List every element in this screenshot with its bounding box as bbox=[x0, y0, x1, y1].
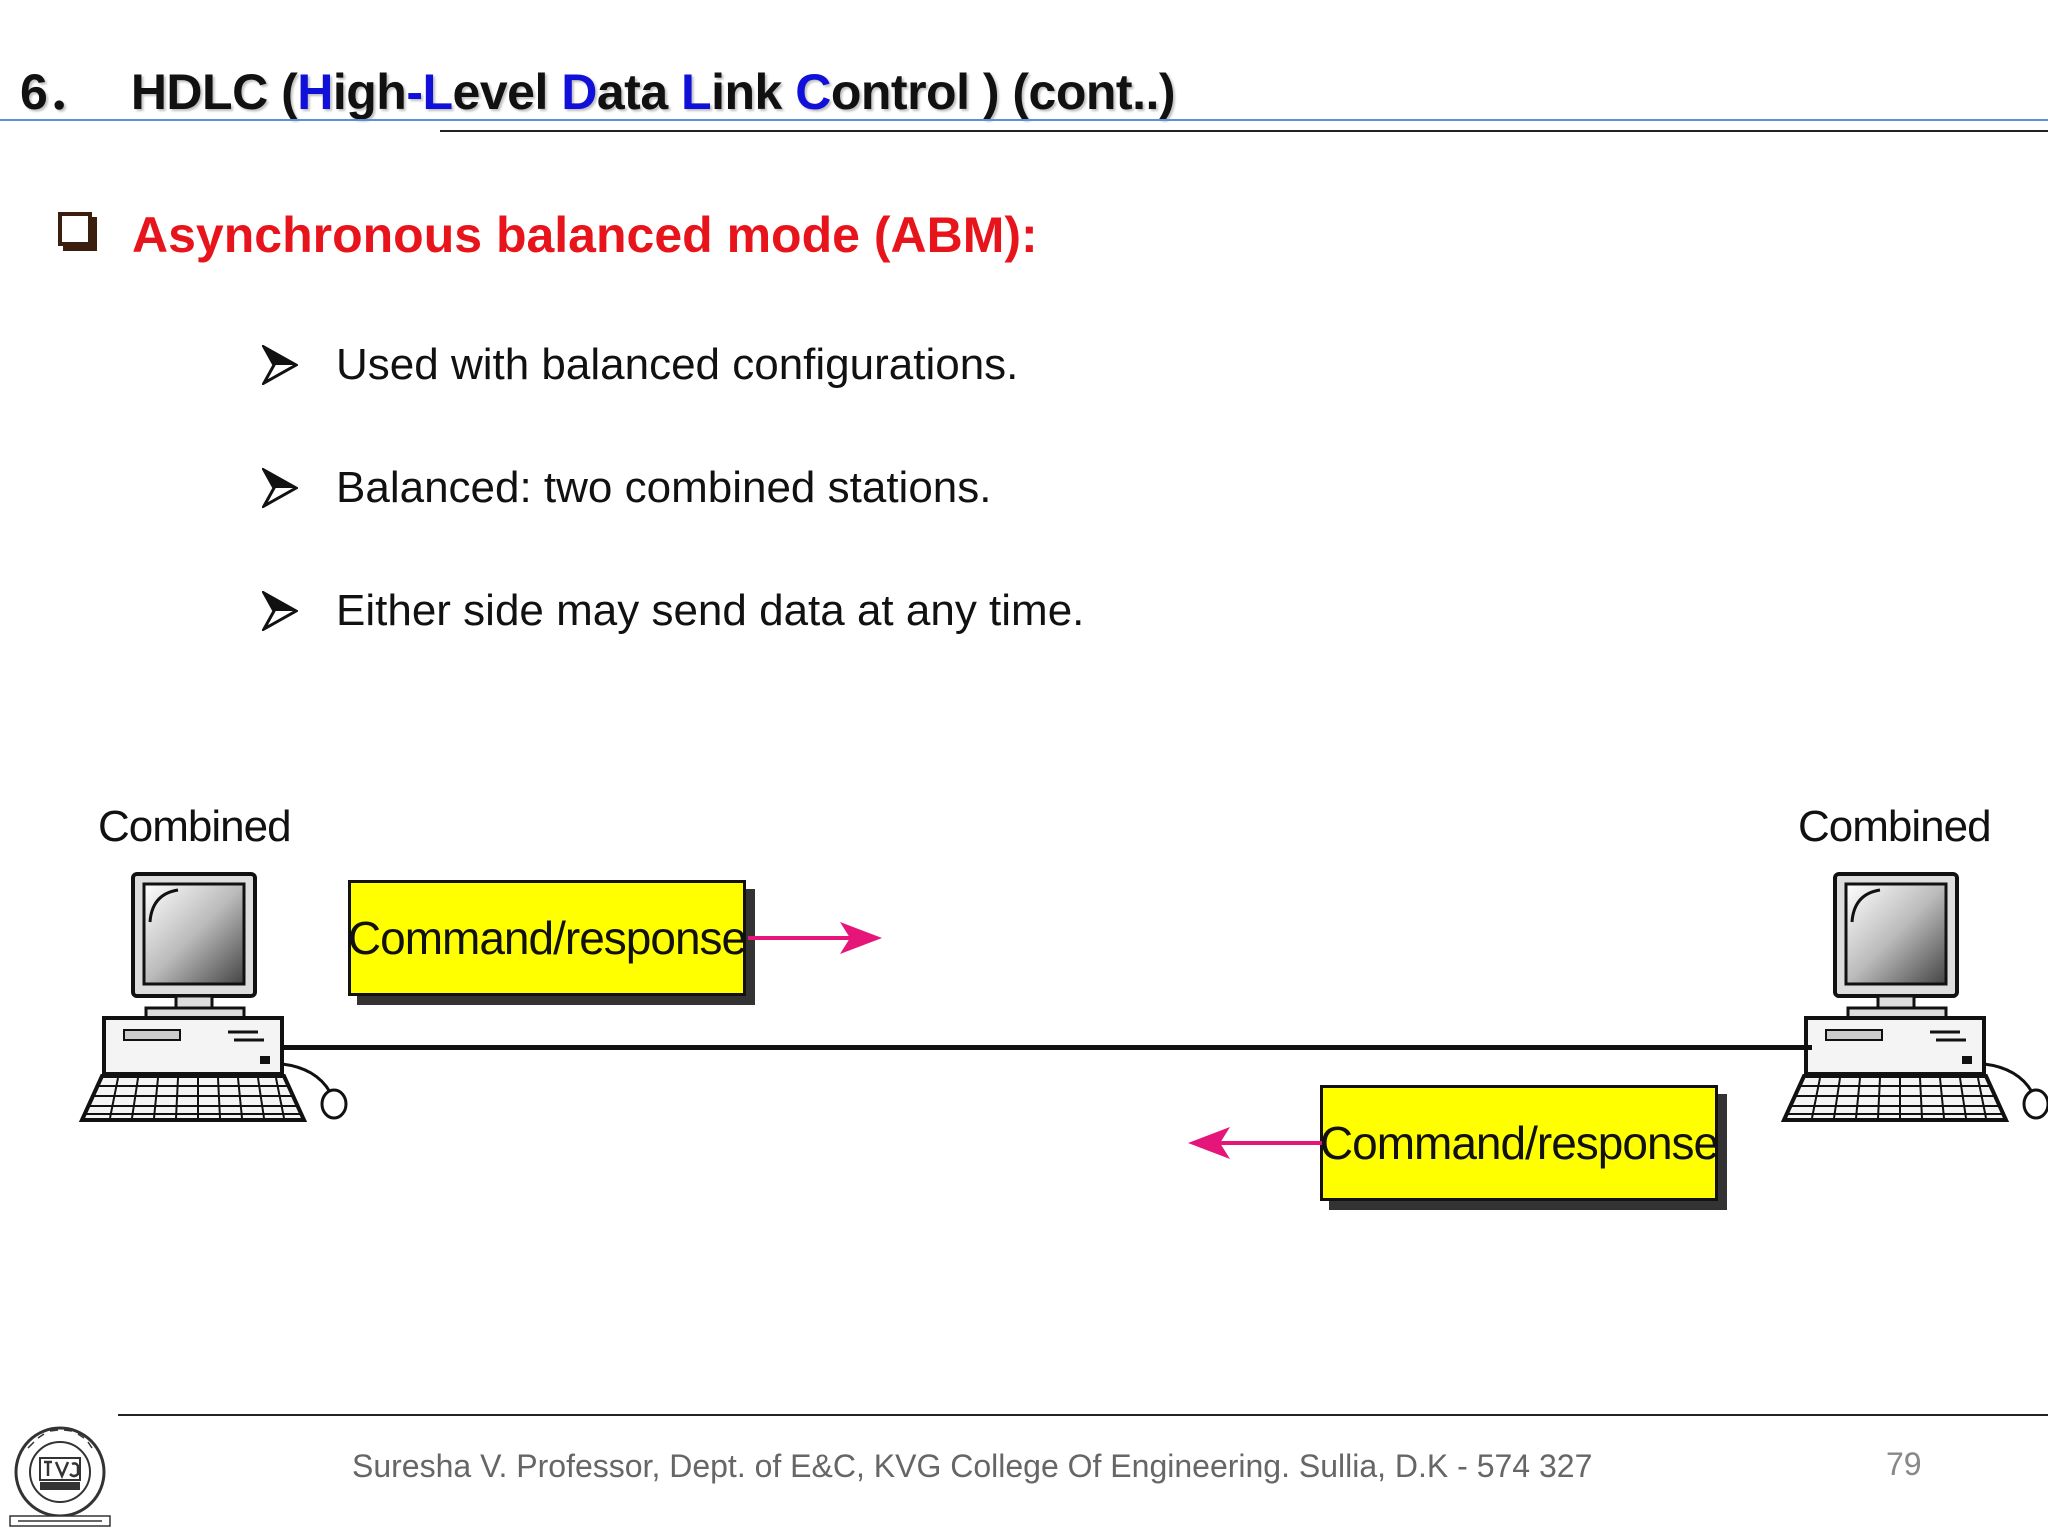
title-part: ink bbox=[711, 64, 796, 120]
title-part: evel bbox=[452, 64, 562, 120]
footer-divider bbox=[118, 1414, 2048, 1416]
title-part: ata bbox=[596, 64, 682, 120]
arrow-left-icon bbox=[1188, 1127, 1322, 1159]
arrowhead-bullet-icon bbox=[262, 468, 298, 508]
title-part: L bbox=[681, 64, 712, 120]
abm-diagram: Combined Combined bbox=[0, 780, 2048, 1240]
arrowhead-bullet-icon bbox=[262, 345, 298, 385]
header-divider-black bbox=[440, 130, 2048, 132]
slide-title: 6． HDLC (High-Level Data Link Control ) (… bbox=[20, 52, 1176, 124]
section-heading: Asynchronous balanced mode (ABM): bbox=[132, 207, 1038, 263]
checkbox-square-icon bbox=[58, 212, 92, 246]
link-line bbox=[282, 1045, 1812, 1050]
arrow-right-icon bbox=[748, 922, 882, 954]
kvg-college-logo-icon bbox=[9, 1426, 111, 1527]
title-part: C bbox=[795, 64, 831, 120]
bullet-point: Either side may send data at any time. bbox=[262, 586, 1084, 636]
title-part: HDLC ( bbox=[130, 64, 298, 120]
bullet-point: Balanced: two combined stations. bbox=[262, 463, 992, 513]
desktop-computer-icon bbox=[1780, 872, 2048, 1122]
title-part: D bbox=[561, 64, 597, 120]
bullet-text: Either side may send data at any time. bbox=[336, 586, 1085, 635]
title-part: -L bbox=[406, 64, 453, 120]
right-station-label: Combined bbox=[1798, 802, 1992, 851]
title-part: H bbox=[297, 64, 333, 120]
left-station-label: Combined bbox=[98, 802, 292, 851]
footer-credit: Suresha V. Professor, Dept. of E&C, KVG … bbox=[352, 1448, 1593, 1484]
bullet-text: Balanced: two combined stations. bbox=[336, 463, 992, 512]
slide-number: 6． bbox=[20, 64, 97, 120]
bullet-text: Used with balanced configurations. bbox=[336, 340, 1019, 389]
header-divider-blue bbox=[0, 119, 2048, 121]
bullet-point: Used with balanced configurations. bbox=[262, 340, 1018, 390]
title-part: igh bbox=[332, 64, 407, 120]
title-part: ontrol ) (cont..) bbox=[830, 64, 1176, 120]
page-number: 79 bbox=[1886, 1446, 1922, 1482]
command-response-box: Command/response bbox=[348, 880, 747, 996]
desktop-computer-icon bbox=[78, 872, 348, 1122]
arrowhead-bullet-icon bbox=[262, 591, 298, 631]
command-response-box: Command/response bbox=[1320, 1085, 1719, 1201]
